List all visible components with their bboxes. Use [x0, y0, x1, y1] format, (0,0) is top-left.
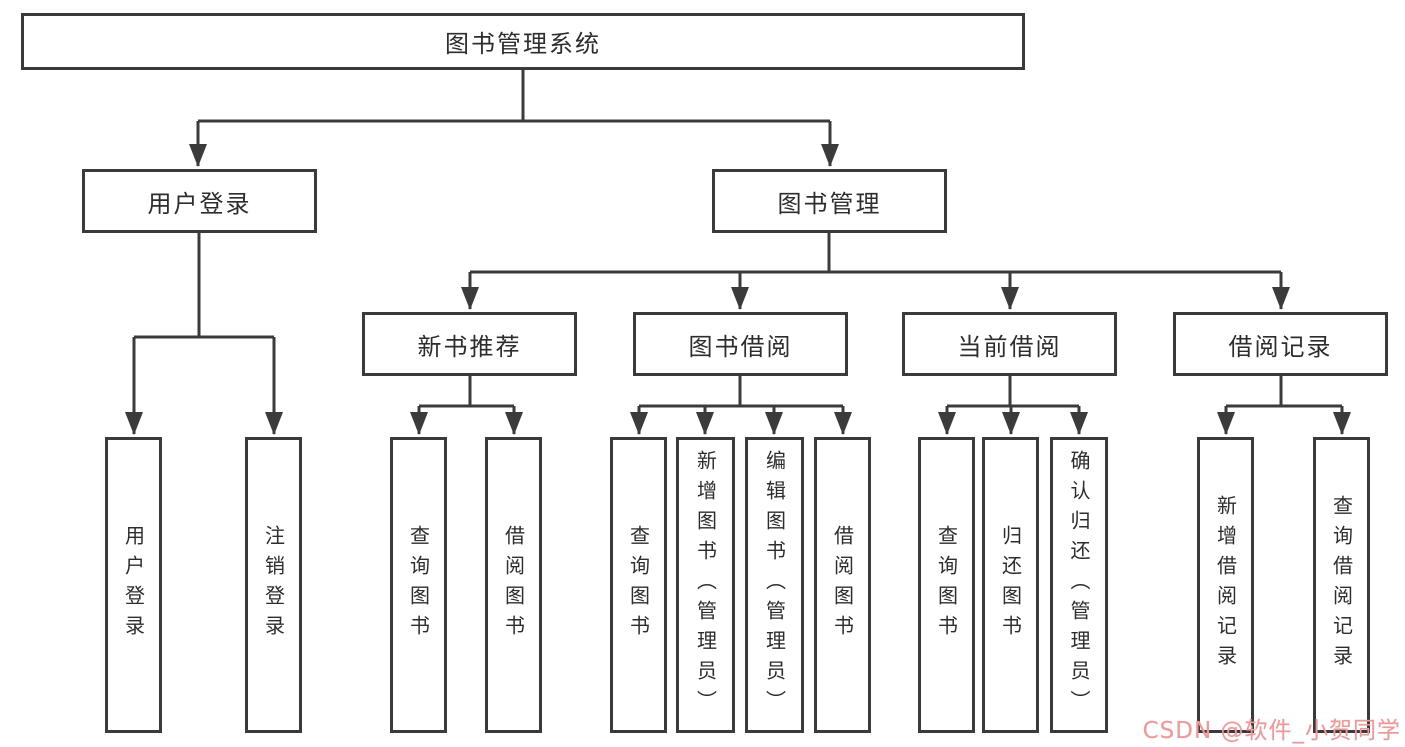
- connector-user-login-group: [134, 232, 274, 339]
- node-label: 图书借阅: [688, 332, 793, 361]
- node-label: 用户登录: [147, 189, 252, 218]
- node-label: 注销登录: [261, 525, 286, 645]
- node-label: 图书管理: [777, 189, 882, 218]
- node-label: 确认归还（管理员）: [1067, 450, 1091, 720]
- leaf-br-query-record: 查询借阅记录: [1313, 437, 1370, 733]
- csdn-watermark: CSDN @软件_小贺同学: [1142, 718, 1401, 744]
- node-label: 新增图书（管理员）: [693, 450, 718, 720]
- leaf-nb-query-book: 查询图书: [390, 437, 447, 733]
- node-label: 借阅记录: [1228, 332, 1333, 361]
- node-book-management: 图书管理: [712, 169, 947, 233]
- leaf-logout: 注销登录: [245, 437, 302, 733]
- connector-root-to-level2: [198, 70, 830, 123]
- node-label: 归还图书: [998, 525, 1023, 645]
- node-label: 查询借阅记录: [1329, 495, 1354, 675]
- node-label: 编辑图书（管理员）: [762, 450, 787, 720]
- leaf-cb-return-book: 归还图书: [982, 437, 1039, 733]
- leaf-bb-query-book: 查询图书: [610, 437, 667, 733]
- leaf-bb-borrow-book: 借阅图书: [814, 437, 871, 733]
- node-user-login: 用户登录: [82, 169, 317, 233]
- leaf-br-add-record: 新增借阅记录: [1197, 437, 1254, 733]
- node-label: 借阅图书: [501, 525, 526, 645]
- leaf-bb-edit-book-admin: 编辑图书（管理员）: [745, 437, 804, 733]
- leaf-cb-query-book: 查询图书: [918, 437, 975, 733]
- node-label: 查询图书: [626, 525, 651, 645]
- node-book-borrow: 图书借阅: [633, 312, 848, 376]
- leaf-user-login: 用户登录: [105, 437, 162, 733]
- node-label: 新增借阅记录: [1213, 495, 1238, 675]
- node-label: 查询图书: [934, 525, 959, 645]
- leaf-bb-add-book-admin: 新增图书（管理员）: [676, 437, 735, 733]
- node-label: 查询图书: [406, 525, 431, 645]
- connector-book-borrow-group: [639, 376, 843, 408]
- node-label: 借阅图书: [830, 525, 855, 645]
- leaf-nb-borrow-book: 借阅图书: [485, 437, 542, 733]
- connector-new-book-group: [419, 376, 514, 408]
- node-label: 新书推荐: [417, 332, 522, 361]
- node-label: 图书管理系统: [445, 30, 601, 58]
- node-current-borrow: 当前借阅: [902, 312, 1117, 376]
- connector-current-borrow-group: [947, 376, 1079, 408]
- node-root-library-system: 图书管理系统: [21, 13, 1025, 70]
- connector-borrow-record-group: [1226, 376, 1342, 408]
- connector-book-management-group: [470, 232, 1281, 274]
- node-label: 当前借阅: [957, 332, 1062, 361]
- node-new-book-recommend: 新书推荐: [362, 312, 577, 376]
- node-borrow-record: 借阅记录: [1173, 312, 1388, 376]
- leaf-cb-confirm-return-admin: 确认归还（管理员）: [1050, 437, 1108, 733]
- node-label: 用户登录: [121, 525, 146, 645]
